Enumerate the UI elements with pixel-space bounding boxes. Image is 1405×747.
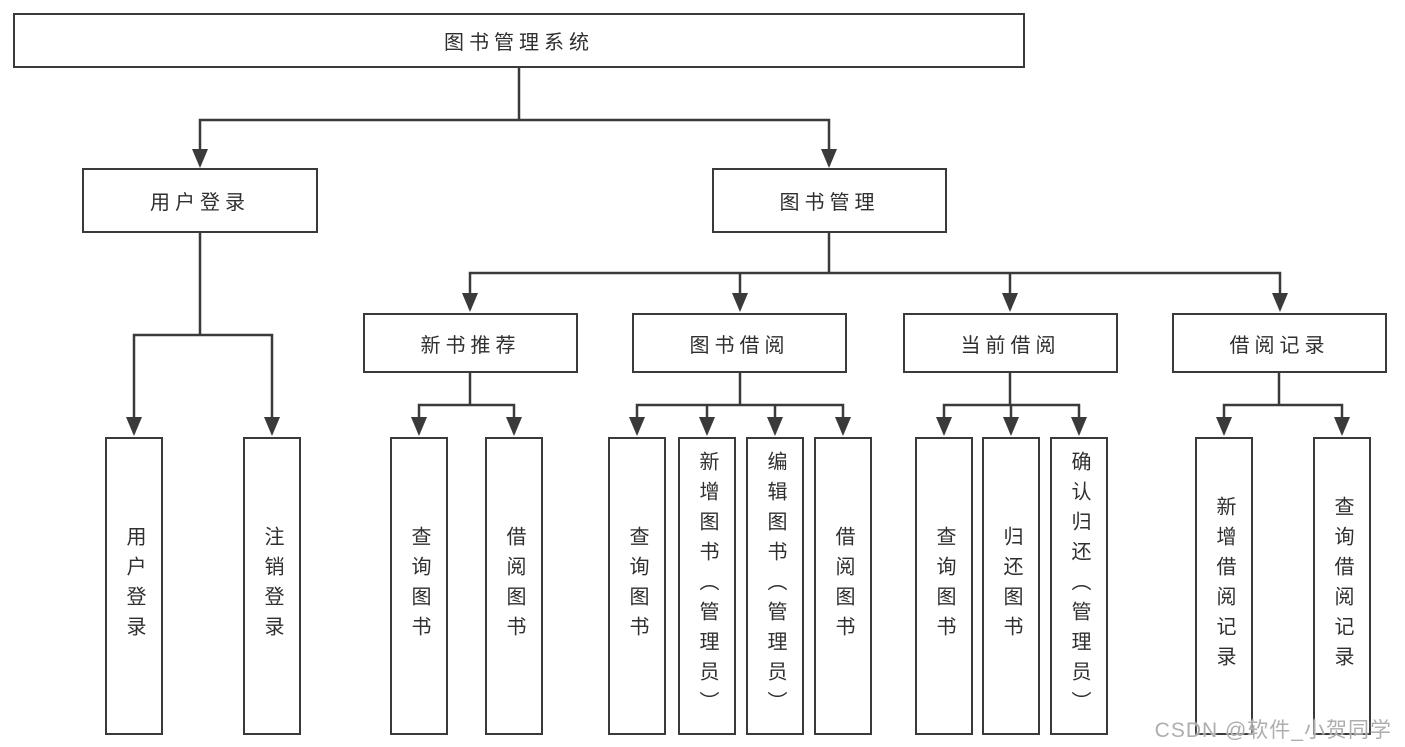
connector-new-book-children: [411, 371, 522, 436]
node-user-login: 用户登录: [82, 168, 318, 233]
connector-current-borrow-children: [936, 371, 1087, 436]
node-current-borrow-label: 当前借阅: [960, 334, 1061, 357]
node-book-borrow-label: 图书借阅: [689, 334, 790, 357]
leaf-borrow-edit-books-admin: 编辑图书（管理员）: [746, 437, 804, 735]
connector-book-mgmt-children: [462, 231, 1288, 312]
leaf-current-confirm-return-admin-label: 确认归还（管理员）: [1068, 451, 1090, 721]
leaf-records-add-record-label: 新增借阅记录: [1213, 496, 1235, 676]
node-book-borrow: 图书借阅: [632, 313, 847, 373]
leaf-recommend-query-books: 查询图书: [390, 437, 448, 735]
leaf-recommend-borrow-books-label: 借阅图书: [503, 526, 525, 646]
leaf-logout-label: 注销登录: [261, 526, 283, 646]
leaf-borrow-query-books-label: 查询图书: [626, 526, 648, 646]
node-borrow-records: 借阅记录: [1172, 313, 1387, 373]
leaf-records-add-record: 新增借阅记录: [1195, 437, 1253, 735]
watermark: CSDN @软件_小贺同学: [1154, 719, 1392, 742]
node-library-system: 图书管理系统: [13, 13, 1025, 68]
leaf-current-confirm-return-admin: 确认归还（管理员）: [1050, 437, 1108, 735]
node-book-management: 图书管理: [712, 168, 947, 233]
leaf-current-return-books-label: 归还图书: [1000, 526, 1022, 646]
node-user-login-label: 用户登录: [150, 192, 250, 214]
node-new-book-recommend: 新书推荐: [363, 313, 578, 373]
node-library-system-label: 图书管理系统: [444, 32, 594, 54]
leaf-user-login: 用户登录: [105, 437, 163, 735]
connector-book-borrow-children: [629, 371, 851, 436]
leaf-logout: 注销登录: [243, 437, 301, 735]
leaf-records-query-record: 查询借阅记录: [1313, 437, 1371, 735]
leaf-borrow-borrow-books: 借阅图书: [814, 437, 872, 735]
leaf-borrow-add-books-admin-label: 新增图书（管理员）: [696, 451, 718, 721]
leaf-borrow-query-books: 查询图书: [608, 437, 666, 735]
connector-user-login-children: [126, 231, 280, 436]
node-current-borrow: 当前借阅: [903, 313, 1118, 373]
connector-borrow-records-children: [1216, 371, 1350, 436]
connector-root-to-level2: [192, 66, 837, 168]
leaf-borrow-edit-books-admin-label: 编辑图书（管理员）: [764, 451, 786, 721]
leaf-current-query-books: 查询图书: [915, 437, 973, 735]
node-book-management-label: 图书管理: [779, 192, 880, 214]
leaf-user-login-label: 用户登录: [123, 526, 145, 646]
node-new-book-recommend-label: 新书推荐: [420, 334, 521, 357]
leaf-records-query-record-label: 查询借阅记录: [1331, 496, 1353, 676]
leaf-borrow-add-books-admin: 新增图书（管理员）: [678, 437, 736, 735]
leaf-borrow-borrow-books-label: 借阅图书: [832, 526, 854, 646]
node-borrow-records-label: 借阅记录: [1229, 334, 1330, 357]
leaf-current-query-books-label: 查询图书: [933, 526, 955, 646]
leaf-recommend-borrow-books: 借阅图书: [485, 437, 543, 735]
leaf-recommend-query-books-label: 查询图书: [408, 526, 430, 646]
leaf-current-return-books: 归还图书: [982, 437, 1040, 735]
